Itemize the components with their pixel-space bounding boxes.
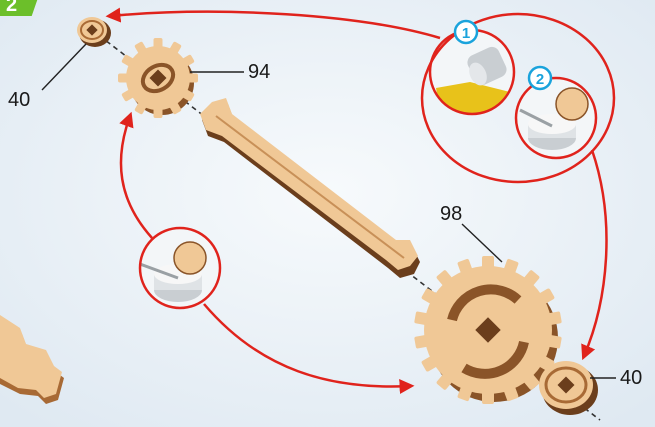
zoom-glue-gear xyxy=(516,78,596,158)
substep-badge-2: 2 xyxy=(529,67,551,89)
part-label-40-top: 40 xyxy=(8,90,30,110)
part-label-98: 98 xyxy=(440,204,462,224)
zoom-glue-left xyxy=(140,228,220,308)
part-label-94: 94 xyxy=(248,62,270,82)
svg-text:1: 1 xyxy=(462,25,470,42)
part-label-40-bottom: 40 xyxy=(620,368,642,388)
svg-text:2: 2 xyxy=(536,71,544,88)
step-number: 2 xyxy=(6,0,17,16)
substep-badge-1: 1 xyxy=(455,21,477,43)
